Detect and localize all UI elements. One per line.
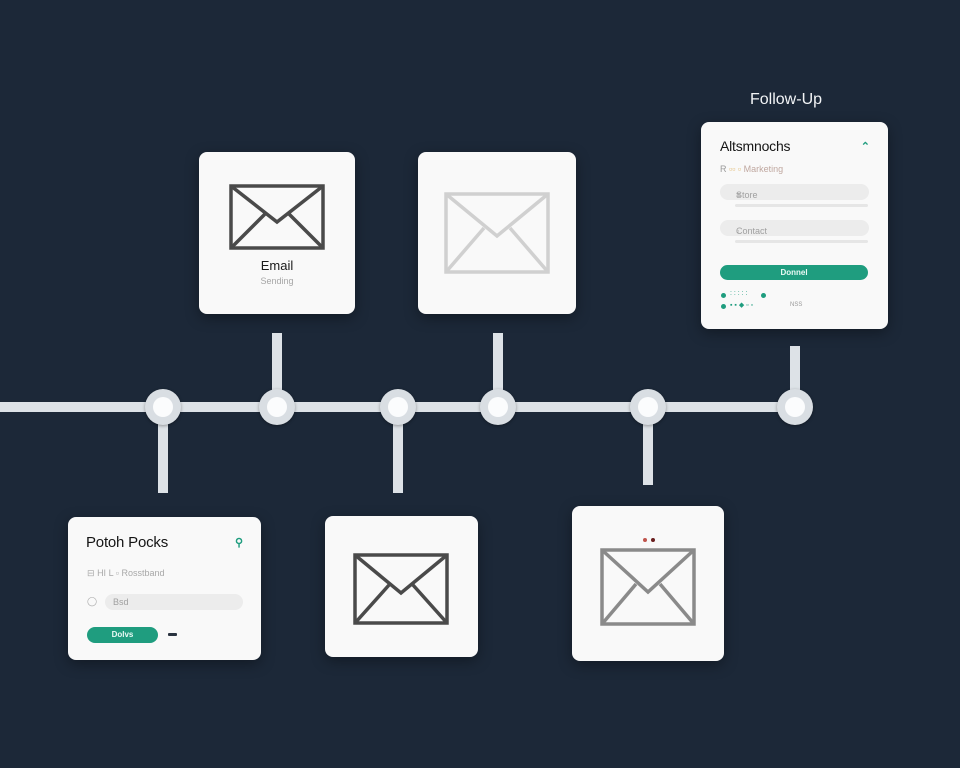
status-dots-row: ▪ ▪ ◆ ▫ ▫ (730, 302, 754, 309)
email-card-bottom[interactable] (325, 516, 478, 657)
envelope-icon (229, 184, 325, 250)
email-card-light[interactable] (418, 152, 576, 314)
timeline-node-3[interactable] (380, 389, 416, 425)
timeline-node-4[interactable] (480, 389, 516, 425)
email-card[interactable]: Email Sending (199, 152, 355, 314)
followup-meta: R ▫▫ ▫ Marketing (720, 164, 784, 174)
status-dots-row: : : : : : (730, 290, 748, 297)
potoh-title: Potoh Pocks (86, 534, 169, 551)
email-sublabel: Sending (260, 276, 294, 286)
potoh-action-button[interactable]: Dolvs (87, 627, 158, 643)
divider (735, 204, 868, 207)
store-field[interactable]: ≡Store (720, 184, 869, 200)
followup-title: Altsmnochs (720, 138, 791, 154)
chat-icon: ◯ (87, 596, 98, 606)
potoh-input[interactable]: Bsd (105, 594, 243, 610)
status-dot (721, 304, 726, 309)
timeline-node-1[interactable] (145, 389, 181, 425)
notification-dots (643, 529, 656, 547)
minus-icon[interactable] (168, 633, 177, 636)
envelope-icon (353, 553, 449, 625)
timeline-node-5[interactable] (630, 389, 666, 425)
timeline-node-2[interactable] (259, 389, 295, 425)
signal-icon: ⌃ (860, 141, 870, 153)
connector-2 (272, 333, 282, 408)
connector-1 (158, 410, 168, 493)
email-label: Email (260, 258, 294, 273)
envelope-icon (600, 548, 696, 626)
status-dot (721, 293, 726, 298)
status-dot (761, 293, 766, 298)
divider (735, 240, 868, 243)
connector-4 (493, 333, 503, 408)
connector-6 (790, 346, 800, 408)
email-card-unread[interactable] (572, 506, 724, 661)
envelope-icon (444, 192, 550, 274)
potoh-card[interactable]: Potoh Pocks ⚲ ⊟ HI L ▫ Rosstband ◯ Bsd D… (68, 517, 261, 660)
followup-heading: Follow-Up (750, 91, 823, 108)
connector-3 (393, 410, 403, 493)
contact-field[interactable]: ▫Contact (720, 220, 869, 236)
timeline-node-6[interactable] (777, 389, 813, 425)
connector-5 (643, 410, 653, 485)
followup-submit-button[interactable]: Donnel (720, 265, 868, 280)
followup-footer: NSS (790, 302, 803, 308)
potoh-meta: ⊟ HI L ▫ Rosstband (87, 568, 165, 578)
user-icon: ⚲ (234, 537, 243, 549)
followup-card[interactable]: Altsmnochs ⌃ R ▫▫ ▫ Marketing ≡Store ▫Co… (701, 122, 888, 329)
